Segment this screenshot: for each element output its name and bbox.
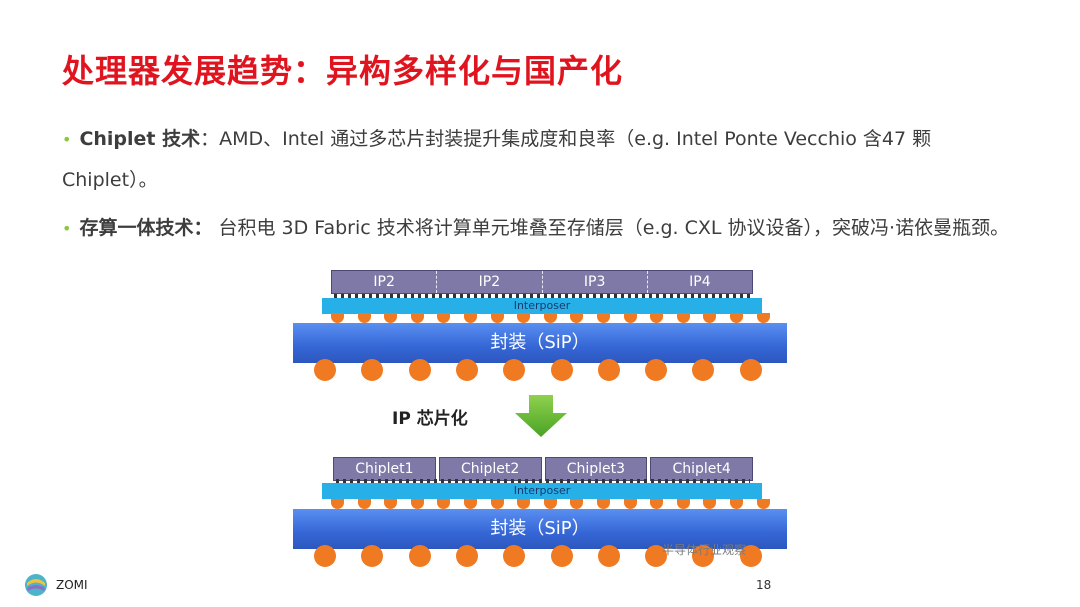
- solder-ball: [645, 359, 668, 381]
- c4-bump: [331, 313, 344, 323]
- solder-ball: [314, 359, 336, 381]
- chiplet: Chiplet2: [438, 457, 542, 481]
- c4-bump: [357, 499, 371, 509]
- footer-brand: ZOMI: [56, 578, 88, 592]
- chiplet: Chiplet3: [544, 457, 648, 481]
- ip-chip: IP2: [332, 271, 438, 293]
- zomi-logo-icon: [25, 574, 47, 596]
- solder-ball: [597, 545, 620, 567]
- solder-ball: [597, 359, 620, 381]
- c4-bump: [517, 499, 531, 509]
- sip-package: 封装（SiP）: [293, 509, 787, 549]
- interposer: Interposer: [322, 298, 762, 314]
- solder-ball: [739, 359, 762, 381]
- page-number: 18: [756, 578, 772, 592]
- c4-bump: [543, 499, 557, 509]
- ip-chip-bar: IP2 IP2 IP3 IP4: [331, 270, 753, 294]
- solder-ball: [503, 545, 526, 567]
- solder-ball: [361, 545, 384, 567]
- solder-ball: [550, 359, 573, 381]
- c4-bump: [490, 313, 504, 323]
- c4-bump: [570, 313, 584, 323]
- solder-ball: [408, 545, 431, 567]
- c4-bump: [676, 313, 690, 323]
- solder-ball: [408, 359, 431, 381]
- chiplet-bar: Chiplet1 Chiplet2 Chiplet3 Chiplet4: [333, 457, 753, 481]
- c4-bump: [384, 499, 398, 509]
- bullet-chiplet-heading: Chiplet 技术: [79, 128, 201, 150]
- c4-bump: [650, 499, 664, 509]
- c4-bump: [410, 499, 424, 509]
- c4-bump: [464, 499, 477, 509]
- solder-ball: [692, 545, 715, 567]
- chiplet: Chiplet1: [333, 457, 436, 481]
- bullet-dot-icon: •: [62, 130, 72, 149]
- c4-bump: [410, 313, 424, 323]
- bullet-pim-heading: 存算一体技术：: [79, 217, 213, 239]
- c4-bump: [357, 313, 371, 323]
- c4-bump: [543, 313, 557, 323]
- bullet-chiplet: • Chiplet 技术：AMD、Intel 通过多芯片封装提升集成度和良率（e.…: [62, 119, 1022, 200]
- c4-bump: [756, 313, 770, 323]
- c4-bump: [597, 499, 610, 509]
- c4-bump: [623, 313, 637, 323]
- bullet-chiplet-text: ：AMD、Intel 通过多芯片封装提升集成度和良率（e.g. Intel Po…: [62, 128, 932, 191]
- microbumps: [336, 479, 750, 484]
- c4-bump: [703, 313, 717, 323]
- c4-bump: [730, 313, 743, 323]
- c4-bump: [437, 313, 451, 323]
- c4-bump: [650, 313, 664, 323]
- microbumps: [334, 294, 750, 299]
- solder-ball: [455, 545, 478, 567]
- slide-title: 处理器发展趋势：异构多样化与国产化: [62, 52, 624, 90]
- bullet-pim-text: 台积电 3D Fabric 技术将计算单元堆叠至存储层（e.g. CXL 协议设…: [212, 217, 1010, 239]
- watermark: 半导体行业观察: [662, 543, 747, 557]
- c4-bump: [331, 499, 344, 509]
- c4-bump: [384, 313, 398, 323]
- ip-chip: IP2: [437, 271, 543, 293]
- bullet-pim: • 存算一体技术： 台积电 3D Fabric 技术将计算单元堆叠至存储层（e.g…: [62, 208, 1022, 249]
- c4-bump: [703, 499, 717, 509]
- chiplet: Chiplet4: [650, 457, 753, 481]
- bullet-dot-icon: •: [62, 219, 72, 238]
- c4-bump: [517, 313, 531, 323]
- solder-ball: [361, 359, 384, 381]
- solder-ball: [645, 545, 668, 567]
- c4-bump: [464, 313, 477, 323]
- solder-ball: [455, 359, 478, 381]
- c4-bump: [597, 313, 610, 323]
- interposer: Interposer: [322, 483, 762, 499]
- c4-bump: [756, 499, 770, 509]
- c4-bump: [730, 499, 743, 509]
- solder-ball: [692, 359, 715, 381]
- solder-ball: [550, 545, 573, 567]
- arrow-label: IP 芯片化: [392, 409, 468, 429]
- sip-package: 封装（SiP）: [293, 323, 787, 363]
- down-arrow-icon: [515, 395, 567, 437]
- c4-bump: [490, 499, 504, 509]
- solder-ball: [503, 359, 526, 381]
- c4-bump: [623, 499, 637, 509]
- c4-bump: [437, 499, 451, 509]
- c4-bump: [676, 499, 690, 509]
- ip-chip: IP4: [689, 274, 711, 290]
- ip-chip: IP3: [543, 271, 648, 293]
- c4-bump: [570, 499, 584, 509]
- solder-ball: [314, 545, 336, 567]
- solder-ball: [739, 545, 762, 567]
